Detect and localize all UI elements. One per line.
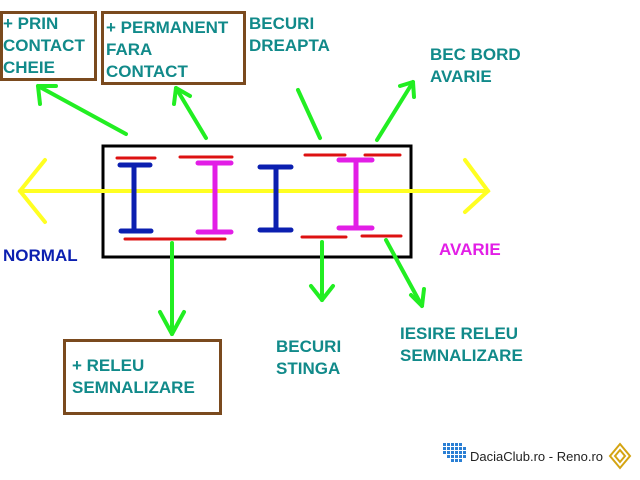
- label-line: STINGA: [276, 359, 341, 378]
- label-releu-semnalizare: + RELEU SEMNALIZARE: [72, 355, 195, 399]
- arrow-to-prin-contact: [36, 84, 128, 136]
- label-line: IESIRE RELEU: [400, 324, 519, 343]
- arrow-to-iesire-releu: [384, 238, 426, 308]
- arrow-to-bec-bord: [375, 80, 416, 142]
- label-line: CHEIE: [3, 58, 55, 77]
- label-line: + PERMANENT: [106, 18, 229, 37]
- label-normal: NORMAL: [3, 246, 78, 265]
- magenta-bar-1: [195, 160, 234, 235]
- label-line: FARA: [106, 40, 153, 59]
- switch-housing: [101, 144, 413, 259]
- label-line: AVARIE: [430, 67, 492, 86]
- label-line: + RELEU: [72, 356, 145, 375]
- watermark-separator: -: [548, 449, 554, 464]
- label-line: BECURI: [249, 14, 315, 33]
- label-avarie: AVARIE: [439, 240, 501, 259]
- label-line: DREAPTA: [249, 36, 330, 55]
- label-line: SEMNALIZARE: [400, 346, 523, 365]
- label-bec-bord-avarie: BEC BORD AVARIE: [430, 44, 521, 88]
- label-becuri-dreapta: BECURI DREAPTA: [249, 13, 330, 57]
- label-line: SEMNALIZARE: [72, 378, 195, 397]
- switch-axis-arrow: [17, 158, 491, 224]
- label-line: + PRIN: [3, 14, 59, 33]
- label-line: BEC BORD: [430, 45, 521, 64]
- red-contacts: [115, 153, 403, 241]
- label-prin-contact-cheie: + PRIN CONTACT CHEIE: [3, 13, 85, 79]
- green-arrows: [36, 80, 426, 336]
- blue-bar-1: [117, 162, 154, 234]
- label-line: BECURI: [276, 337, 342, 356]
- magenta-switch-bars: [195, 157, 375, 235]
- label-line: CONTACT: [3, 36, 85, 55]
- daciaclub-logo-icon: [443, 443, 466, 462]
- magenta-bar-2: [336, 157, 375, 231]
- prin-contact-box: [0, 11, 97, 81]
- watermark-reno: Reno.ro: [556, 449, 603, 464]
- permanent-box: [101, 11, 246, 85]
- label-line: CONTACT: [106, 62, 188, 81]
- reno-logo-icon: [608, 442, 632, 470]
- label-permanent-fara-contact: + PERMANENT FARA CONTACT: [106, 17, 228, 83]
- arrow-to-permanent: [172, 86, 208, 140]
- arrow-to-becuri-stinga: [309, 240, 335, 302]
- blue-switch-bars: [117, 162, 294, 234]
- label-iesire-releu-semnalizare: IESIRE RELEU SEMNALIZARE: [400, 323, 523, 367]
- watermark: DaciaClub.ro - Reno.ro: [470, 449, 603, 464]
- watermark-dacia: DaciaClub.ro: [470, 449, 546, 464]
- label-becuri-stinga: BECURI STINGA: [276, 336, 341, 380]
- releu-box: [63, 339, 222, 415]
- arrow-to-releu: [158, 241, 186, 336]
- arrow-to-becuri-dreapta: [296, 88, 322, 140]
- blue-bar-2: [257, 164, 294, 233]
